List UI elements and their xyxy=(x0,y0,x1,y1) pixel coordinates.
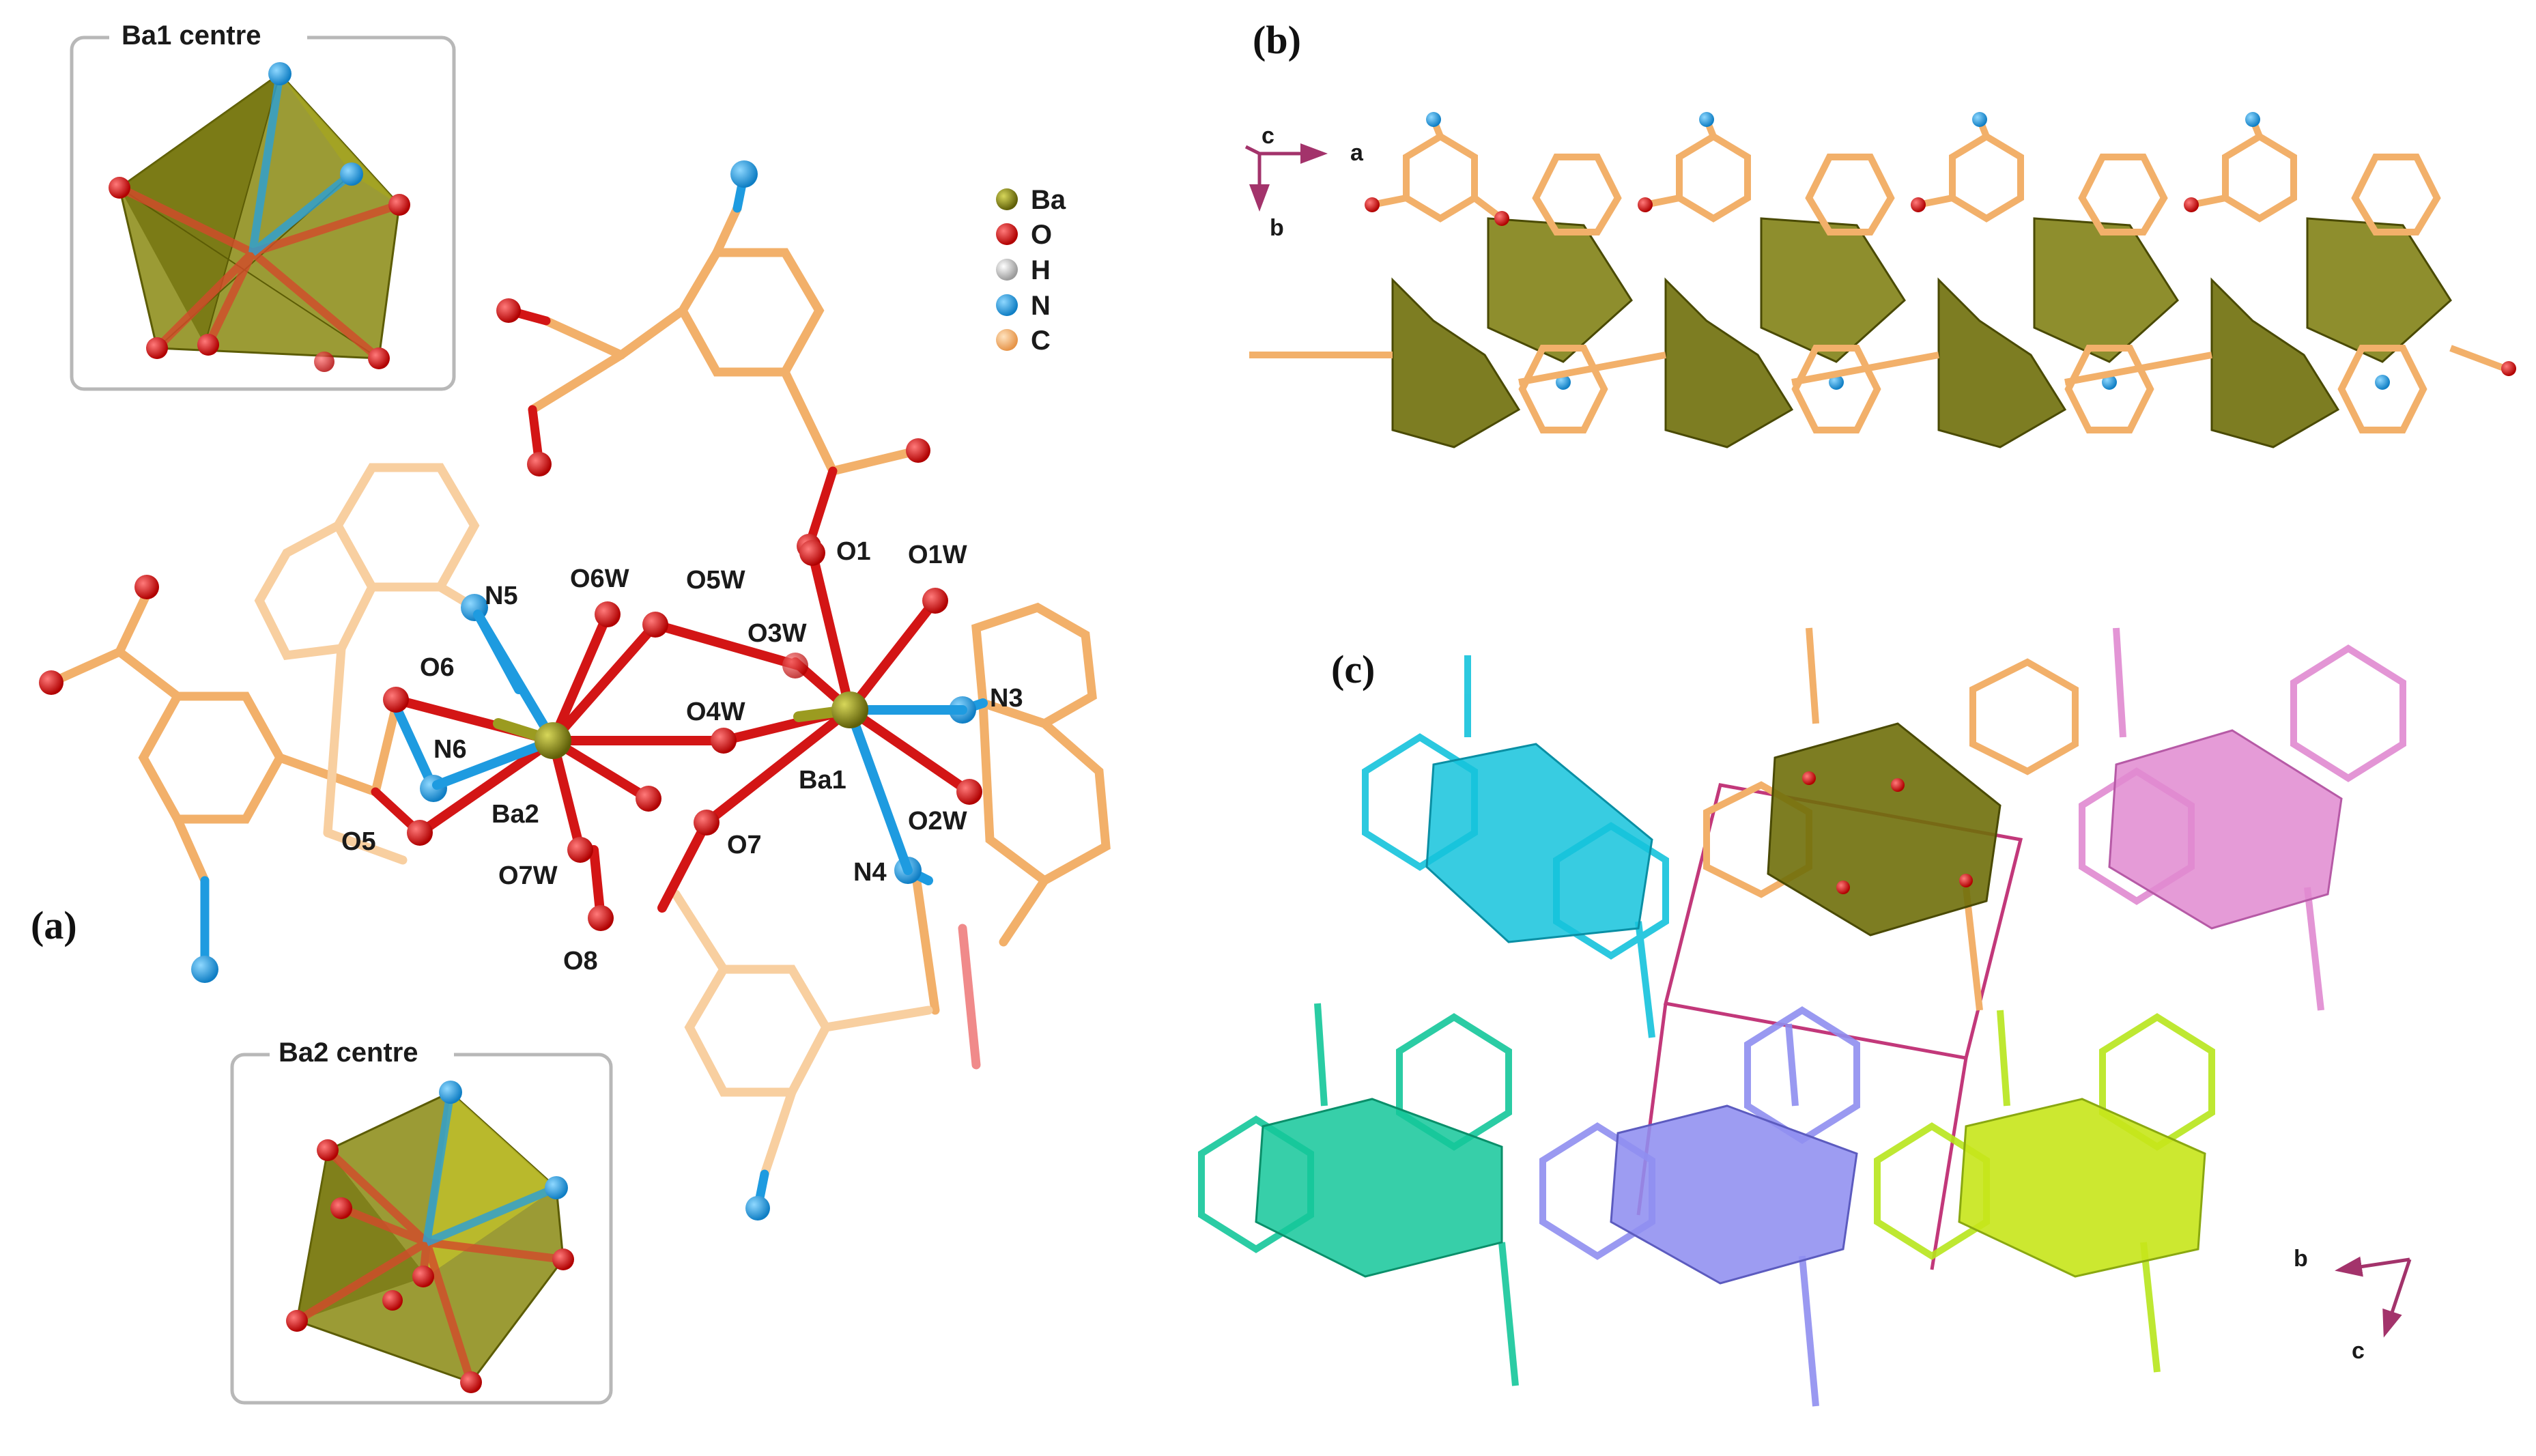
chain-unit-2 xyxy=(1518,112,1906,448)
label-o6w: O6W xyxy=(570,565,629,593)
panel-a: Ba1 centre Ba2 centre xyxy=(31,19,1111,1405)
label-o2w: O2W xyxy=(908,807,967,836)
cyan-unit xyxy=(1362,655,1669,1038)
lime-unit xyxy=(1874,1010,2215,1373)
label-o4w: O4W xyxy=(686,698,745,726)
label-n5: N5 xyxy=(485,582,518,610)
lavender-unit xyxy=(1539,1006,1860,1407)
label-o5: O5 xyxy=(341,827,376,856)
ba1-centre-inset: Ba1 centre xyxy=(70,19,456,391)
axis-c-c: c xyxy=(2352,1338,2365,1364)
label-o7w: O7W xyxy=(498,861,558,890)
axis-b-b: b xyxy=(1270,215,1284,241)
label-o1w: O1W xyxy=(908,541,967,569)
ba1-atom xyxy=(831,691,868,728)
element-legend: Ba O H N C xyxy=(996,185,1066,356)
label-o6: O6 xyxy=(420,653,455,682)
label-ba2: Ba2 xyxy=(491,800,539,829)
panel-c-label: (c) xyxy=(1331,647,1375,691)
o-legend-dot xyxy=(996,223,1018,245)
ba1-centre-title: Ba1 centre xyxy=(122,20,261,51)
axis-b-a: a xyxy=(1350,140,1364,166)
ba-legend-dot xyxy=(996,188,1018,210)
n-legend-dot xyxy=(996,294,1018,316)
pink-unit xyxy=(2079,627,2406,1011)
panel-b-label: (b) xyxy=(1253,18,1301,62)
h-legend-dot xyxy=(996,259,1018,281)
legend-h: H xyxy=(1031,255,1051,285)
c-legend-dot xyxy=(996,329,1018,351)
label-n4: N4 xyxy=(853,858,887,887)
label-o8: O8 xyxy=(563,947,598,975)
dinuclear-complex xyxy=(39,160,1111,1221)
axis-c-b: b xyxy=(2294,1246,2308,1272)
chain-unit-3 xyxy=(1791,112,2179,448)
atom-labels: N5 O6W O5W O1 O1W O3W O6 N6 O4W N3 Ba2 B… xyxy=(341,537,1023,975)
label-ba1: Ba1 xyxy=(799,766,846,795)
panel-c: (c) xyxy=(1198,627,2412,1407)
olive-unit xyxy=(1703,627,2079,1011)
axes-b xyxy=(1244,143,1328,212)
label-o1: O1 xyxy=(836,537,871,566)
axes-c xyxy=(2335,1256,2412,1338)
axis-b-c: c xyxy=(1262,123,1274,149)
label-n3: N3 xyxy=(990,684,1023,713)
teal-unit xyxy=(1198,1003,1519,1386)
panel-b: (b) c a b xyxy=(1244,18,2516,448)
ba2-centre-inset: Ba2 centre xyxy=(230,1036,613,1405)
chain-unit-4 xyxy=(2064,112,2516,448)
panel-a-label: (a) xyxy=(31,903,77,947)
chain-unit-1 xyxy=(1249,112,1633,448)
legend-n: N xyxy=(1031,291,1051,321)
ba2-atom xyxy=(535,722,571,759)
label-o7: O7 xyxy=(727,831,762,859)
legend-c: C xyxy=(1031,326,1051,356)
ba2-centre-title: Ba2 centre xyxy=(279,1038,418,1068)
legend-ba: Ba xyxy=(1031,185,1066,215)
label-n6: N6 xyxy=(433,735,467,764)
label-o3w: O3W xyxy=(747,619,807,648)
label-o5w: O5W xyxy=(686,566,745,595)
legend-o: O xyxy=(1031,220,1052,250)
